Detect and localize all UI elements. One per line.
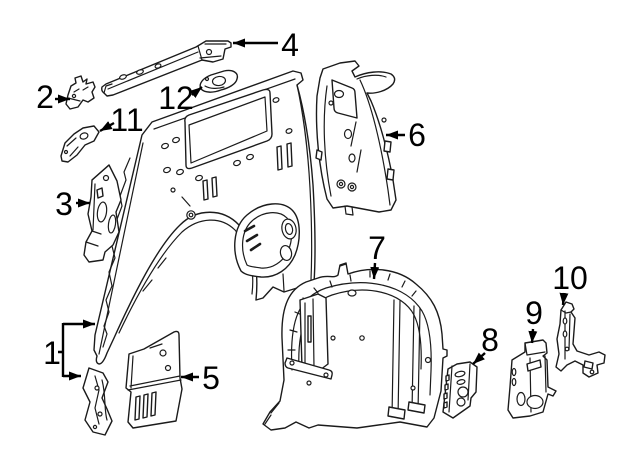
callout-4[interactable]: 4 (233, 27, 299, 63)
callout-5[interactable]: 5 (181, 360, 220, 396)
part-5-drawing (125, 330, 183, 429)
callout-1-label: 1 (43, 335, 61, 371)
callout-10-label: 10 (552, 260, 588, 296)
callout-8-label: 8 (481, 322, 499, 358)
callout-6[interactable]: 6 (386, 117, 426, 153)
callout-6-label: 6 (408, 117, 426, 153)
part-1-drawing (82, 367, 113, 436)
callout-11[interactable]: 11 (99, 102, 144, 138)
callout-9-arrow (528, 328, 538, 344)
callout-5-label: 5 (202, 360, 220, 396)
diagram-line-art (60, 40, 606, 436)
callout-12[interactable]: 12 (158, 80, 203, 116)
part-9-drawing (507, 339, 557, 419)
callout-10-arrow (559, 292, 569, 306)
part-7-drawing (262, 262, 448, 431)
part-8-drawing (442, 361, 478, 419)
part-4-drawing (101, 40, 232, 97)
part-6-drawing (315, 60, 397, 216)
callout-9-label: 9 (525, 295, 543, 331)
callout-3-label: 3 (55, 186, 73, 222)
part-11-drawing (60, 125, 100, 163)
callout-12-label: 12 (158, 80, 194, 116)
part-10-drawing (555, 301, 606, 378)
callout-7-arrow (370, 262, 380, 280)
part-3-drawing (83, 164, 122, 263)
callout-12-arrow (189, 86, 203, 99)
part-12-drawing (199, 69, 239, 93)
callout-11-label: 11 (110, 102, 143, 138)
callout-2[interactable]: 2 (36, 79, 70, 115)
callout-1[interactable]: 1 (43, 319, 95, 381)
callout-3[interactable]: 3 (55, 186, 90, 222)
callout-7[interactable]: 7 (368, 230, 386, 280)
part-2-drawing (65, 75, 96, 110)
callout-2-label: 2 (36, 79, 54, 115)
part-quarter-inner-panel-drawing (93, 70, 316, 365)
callouts: 1 2 3 4 5 6 7 8 (36, 27, 588, 396)
callout-11-arrow (99, 121, 115, 133)
callout-8[interactable]: 8 (472, 322, 499, 365)
callout-4-label: 4 (281, 27, 299, 63)
callout-10[interactable]: 10 (552, 260, 588, 306)
callout-1-bracket (58, 323, 65, 377)
callout-8-arrow (472, 352, 486, 365)
callout-7-label: 7 (368, 230, 386, 266)
callout-9[interactable]: 9 (525, 295, 543, 344)
